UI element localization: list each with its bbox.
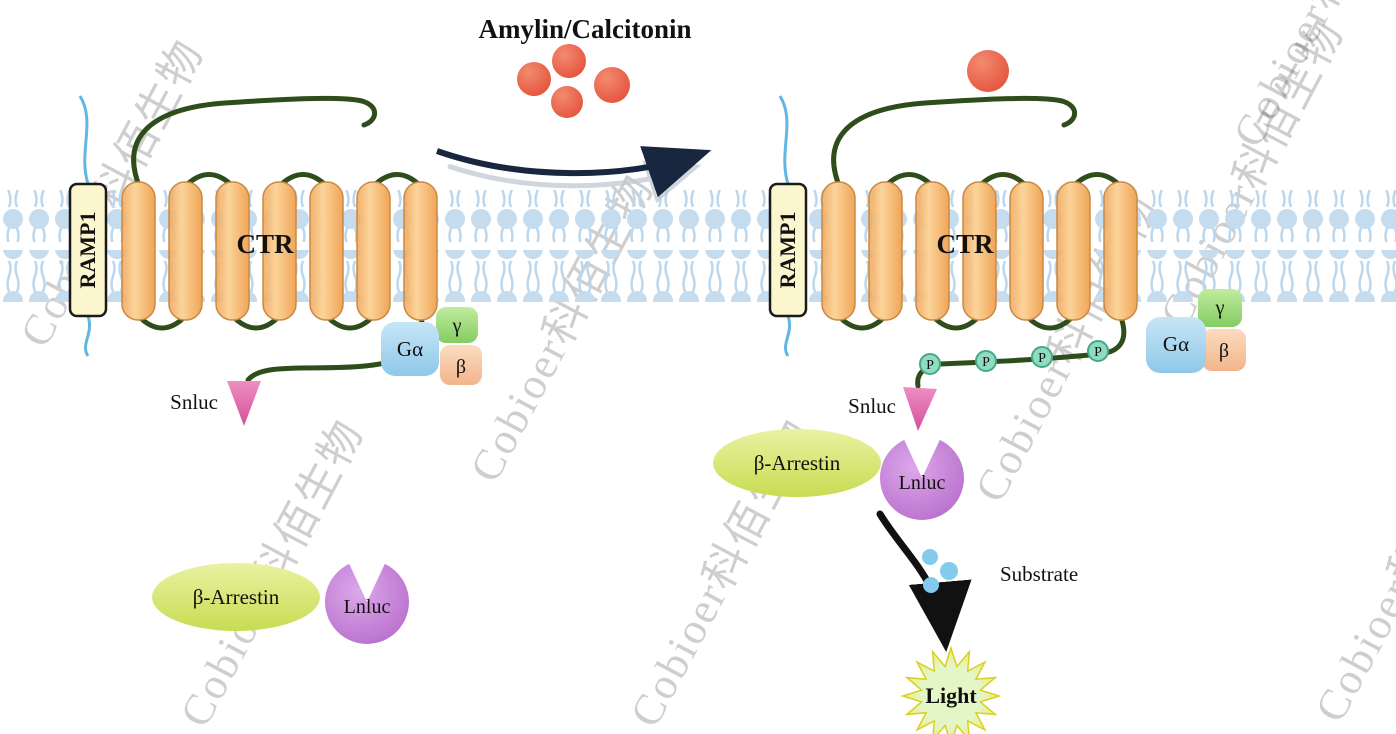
right-receptor-complex: RAMP1 CTR P P P P γ β Gα β-Arrestin Lnlu… [713,50,1246,734]
snluc-tag [227,381,261,426]
g-gamma-label: γ [1215,297,1225,319]
g-alpha-label: Gα [1163,332,1189,356]
tm-helix [168,181,203,321]
ramp1-label: RAMP1 [75,212,100,289]
light-burst [900,645,1002,734]
substrate-dot [940,562,958,580]
phospho-label: P [1038,351,1046,366]
phospho-site [975,350,997,372]
phospho-label: P [982,355,990,370]
tm-helix [962,181,997,321]
bound-ligand [967,50,1009,92]
ramp1-box [68,182,108,318]
n-terminus-loop [831,95,1078,191]
ramp1-n-tail [78,95,90,185]
n-terminus-loop [131,95,378,191]
tm-helix [121,181,156,321]
free-arrestin-complex: β-Arrestin Lnluc [152,563,409,644]
ramp1-label: RAMP1 [775,212,800,289]
ramp1-n-tail [778,95,790,185]
g-gamma-label: γ [452,315,462,337]
tm-helix [1103,181,1138,321]
tm-helix [868,181,903,321]
tm-helix [262,181,297,321]
ctr-label: CTR [936,229,994,259]
g-beta-subunit [1202,329,1246,371]
ramp1-c-tail [783,315,791,357]
ligand [551,86,583,118]
g-beta-subunit [440,345,482,385]
g-alpha-subunit [1146,317,1206,373]
g-alpha-label: Gα [397,337,423,361]
ligand [517,62,551,96]
tm-helix [1009,181,1044,321]
tm-helix [1056,181,1091,321]
ligand-cluster [517,44,630,118]
light-label: Light [925,683,977,708]
g-gamma-subunit [1198,289,1242,327]
ligand [552,44,586,78]
activation-arrow [436,146,712,198]
tm-helix [309,181,344,321]
tm-helix [821,181,856,321]
lnluc-fragment [880,439,964,520]
g-alpha-subunit [381,322,439,376]
beta-arrestin-label: β-Arrestin [754,451,841,475]
tm-helix [215,181,250,321]
diagram-title: Amylin/Calcitonin [478,14,691,44]
ramp1-c-tail [83,315,91,357]
snluc-label: Snluc [170,390,218,414]
beta-arrestin [713,429,881,497]
snluc-label: Snluc [848,394,896,418]
beta-arrestin-label: β-Arrestin [193,585,280,609]
watermark: Cobioer科佰生物 [1306,407,1396,730]
g-beta-label: β [456,356,466,378]
membrane-outer-leaflet [0,190,1396,242]
g-beta-label: β [1219,340,1229,362]
substrate-dot [922,549,938,565]
phospho-site [1087,340,1109,362]
substrate-dots [922,549,958,593]
phospho-sites: P P P P [919,340,1109,375]
tm-helix [403,181,438,321]
phospho-label: P [926,358,934,373]
substrate-label: Substrate [1000,562,1078,586]
g-gamma-subunit [436,307,478,343]
snluc-tag [903,387,937,431]
signal-arrow [876,510,972,652]
ramp1-box [768,182,808,318]
membrane-inner-leaflet [0,250,1396,302]
tm-helix [915,181,950,321]
beta-arrestin [152,563,320,631]
lnluc-label: Lnluc [344,596,391,618]
left-receptor-complex: RAMP1 CTR γ β Gα Snluc [68,95,482,426]
phospho-site [1031,346,1053,368]
phospho-label: P [1094,345,1102,360]
ligand [594,67,630,103]
phospho-site [919,353,941,375]
substrate-dot [923,577,939,593]
ctr-label: CTR [236,229,294,259]
tm-helix [356,181,391,321]
lnluc-label: Lnluc [899,472,946,494]
lnluc-fragment [325,563,409,644]
